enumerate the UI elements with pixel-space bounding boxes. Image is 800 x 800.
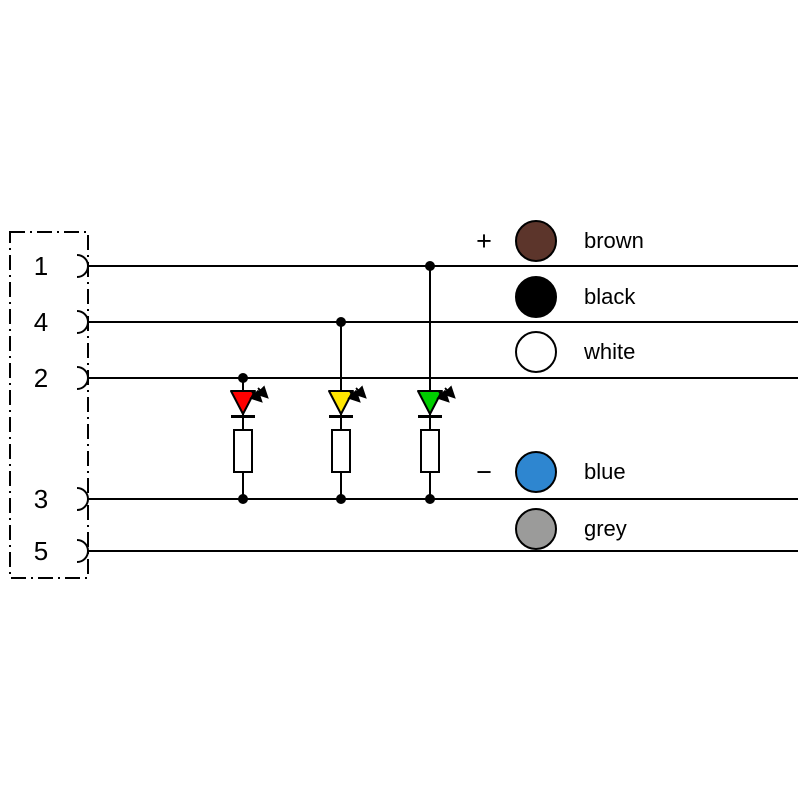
wire-color-label-blue: blue bbox=[584, 459, 626, 484]
pin-label-1: 1 bbox=[33, 251, 49, 281]
polarity-plus: + bbox=[476, 226, 492, 256]
pin-socket-icon-1 bbox=[76, 254, 89, 278]
junction-dot bbox=[238, 494, 248, 504]
connector-outline bbox=[9, 231, 89, 579]
green-led-icon bbox=[417, 385, 456, 418]
resistor-icon bbox=[233, 429, 253, 473]
pin-label-5: 5 bbox=[33, 536, 49, 566]
pin-label-4: 4 bbox=[33, 307, 49, 337]
junction-dot bbox=[425, 494, 435, 504]
yellow-led-icon bbox=[328, 385, 367, 418]
red-led-icon bbox=[230, 385, 269, 418]
junction-dot bbox=[336, 494, 346, 504]
polarity-minus: − bbox=[476, 457, 492, 487]
pin-socket-icon-4 bbox=[76, 310, 89, 334]
wire-color-label-black: black bbox=[584, 284, 636, 309]
junction-dot bbox=[238, 373, 248, 383]
wire-color-dot-grey bbox=[515, 508, 557, 550]
resistor-icon bbox=[420, 429, 440, 473]
pin-socket-icon-2 bbox=[76, 366, 89, 390]
pin-label-2: 2 bbox=[33, 363, 49, 393]
wire-color-dot-black bbox=[515, 276, 557, 318]
wire-color-dot-blue bbox=[515, 451, 557, 493]
wire-color-label-grey: grey bbox=[584, 516, 627, 541]
junction-dot bbox=[425, 261, 435, 271]
pin-socket-icon-5 bbox=[76, 539, 89, 563]
wire-color-label-white: white bbox=[584, 339, 636, 364]
resistor-icon bbox=[331, 429, 351, 473]
junction-dot bbox=[336, 317, 346, 327]
wire-color-label-brown: brown bbox=[584, 228, 644, 253]
pin-socket-icon-3 bbox=[76, 487, 89, 511]
wire-color-dot-brown bbox=[515, 220, 557, 262]
pin-label-3: 3 bbox=[33, 484, 49, 514]
wire-color-dot-white bbox=[515, 331, 557, 373]
